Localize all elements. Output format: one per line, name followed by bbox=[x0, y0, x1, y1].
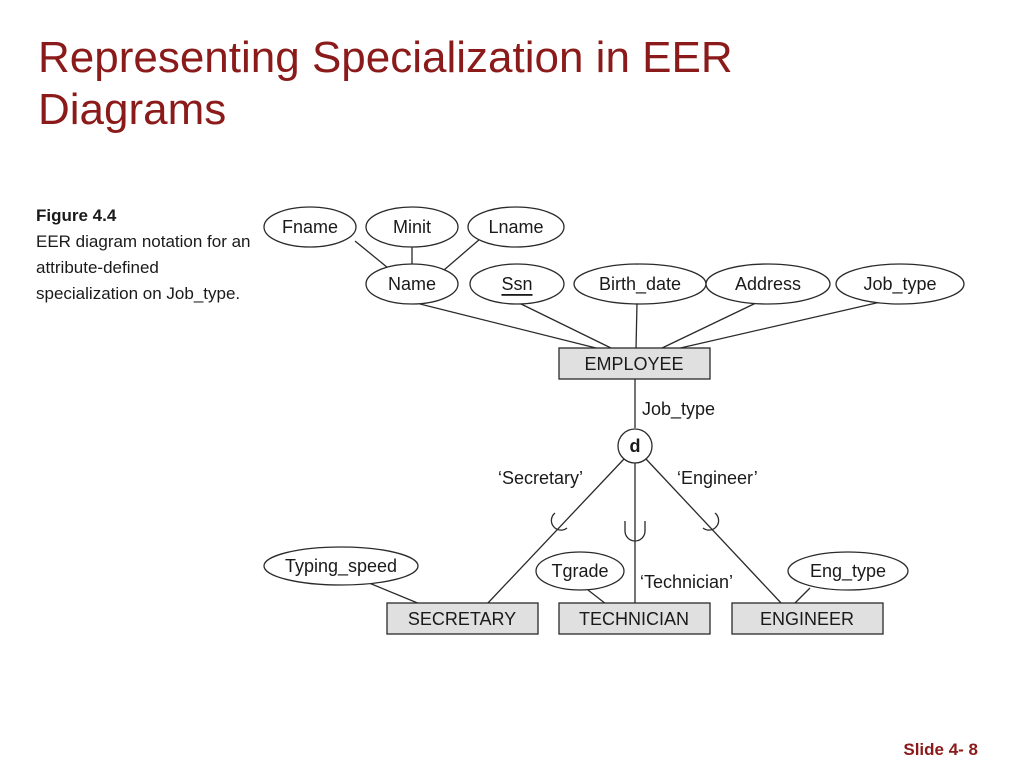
disjoint-circle: d bbox=[617, 428, 653, 464]
attribute-fname: Fname bbox=[263, 206, 357, 248]
entity-engineer: ENGINEER bbox=[731, 602, 884, 635]
line-circle-engineer bbox=[645, 458, 783, 605]
entity-employee-label: EMPLOYEE bbox=[584, 354, 683, 374]
figure-label: Figure 4.4 bbox=[36, 206, 117, 225]
attribute-eng-type: Eng_type bbox=[787, 551, 909, 591]
figure-caption: Figure 4.4 EER diagram notation for an a… bbox=[36, 203, 251, 307]
attribute-address-label: Address bbox=[735, 274, 801, 294]
line-fname-name bbox=[354, 240, 389, 269]
disjoint-symbol-label: d bbox=[630, 436, 641, 456]
line-jobtype-employee bbox=[675, 300, 886, 350]
attribute-tgrade-label: Tgrade bbox=[551, 561, 608, 581]
attribute-name-label: Name bbox=[388, 274, 436, 294]
attribute-ssn-label: Ssn bbox=[501, 274, 532, 294]
line-engtype-engineer bbox=[793, 587, 811, 605]
attribute-birth-date-label: Birth_date bbox=[599, 274, 681, 295]
attribute-address: Address bbox=[705, 263, 831, 305]
line-circle-secretary bbox=[486, 458, 625, 605]
line-address-employee bbox=[659, 301, 759, 350]
attribute-lname-label: Lname bbox=[488, 217, 543, 237]
entity-engineer-label: ENGINEER bbox=[760, 609, 854, 629]
entity-secretary-label: SECRETARY bbox=[408, 609, 516, 629]
entity-secretary: SECRETARY bbox=[386, 602, 539, 635]
entity-technician: TECHNICIAN bbox=[558, 602, 711, 635]
slide-title-line-2: Diagrams bbox=[38, 85, 227, 134]
slide-title: Representing Specialization in EER Diagr… bbox=[38, 32, 938, 136]
figure-description: EER diagram notation for an attribute-de… bbox=[36, 232, 251, 303]
attribute-tgrade: Tgrade bbox=[535, 551, 625, 591]
slide-title-line-1: Representing Specialization in EER bbox=[38, 33, 733, 82]
subset-symbol-engineer bbox=[702, 512, 720, 531]
attribute-ssn: Ssn bbox=[469, 263, 565, 305]
line-birthdate-employee bbox=[635, 302, 638, 350]
subset-symbol-technician bbox=[624, 521, 646, 542]
attribute-typing-speed: Typing_speed bbox=[263, 546, 419, 586]
entity-employee: EMPLOYEE bbox=[558, 347, 711, 380]
attribute-minit-label: Minit bbox=[393, 217, 431, 237]
attribute-birth-date: Birth_date bbox=[573, 263, 707, 305]
attribute-lname: Lname bbox=[467, 206, 565, 248]
line-lname-name bbox=[443, 238, 481, 271]
subset-symbol-secretary bbox=[550, 512, 568, 531]
line-tgrade-technician bbox=[587, 589, 607, 605]
attribute-eng-type-label: Eng_type bbox=[810, 561, 886, 582]
value-label-technician: ‘Technician’ bbox=[640, 572, 733, 592]
defining-attribute-label: Job_type bbox=[642, 399, 715, 420]
line-ssn-employee bbox=[516, 301, 614, 350]
attribute-name: Name bbox=[365, 263, 459, 305]
attribute-job-type-label: Job_type bbox=[863, 274, 936, 295]
attribute-job-type: Job_type bbox=[835, 263, 965, 305]
connector-lines bbox=[354, 238, 886, 605]
line-name-employee bbox=[411, 301, 601, 350]
entity-technician-label: TECHNICIAN bbox=[579, 609, 689, 629]
attribute-minit: Minit bbox=[365, 206, 459, 248]
attribute-fname-label: Fname bbox=[282, 217, 338, 237]
value-label-secretary: ‘Secretary’ bbox=[498, 468, 583, 488]
attribute-typing-speed-label: Typing_speed bbox=[285, 556, 397, 577]
value-label-engineer: ‘Engineer’ bbox=[677, 468, 758, 488]
slide-number: Slide 4- 8 bbox=[903, 740, 978, 759]
